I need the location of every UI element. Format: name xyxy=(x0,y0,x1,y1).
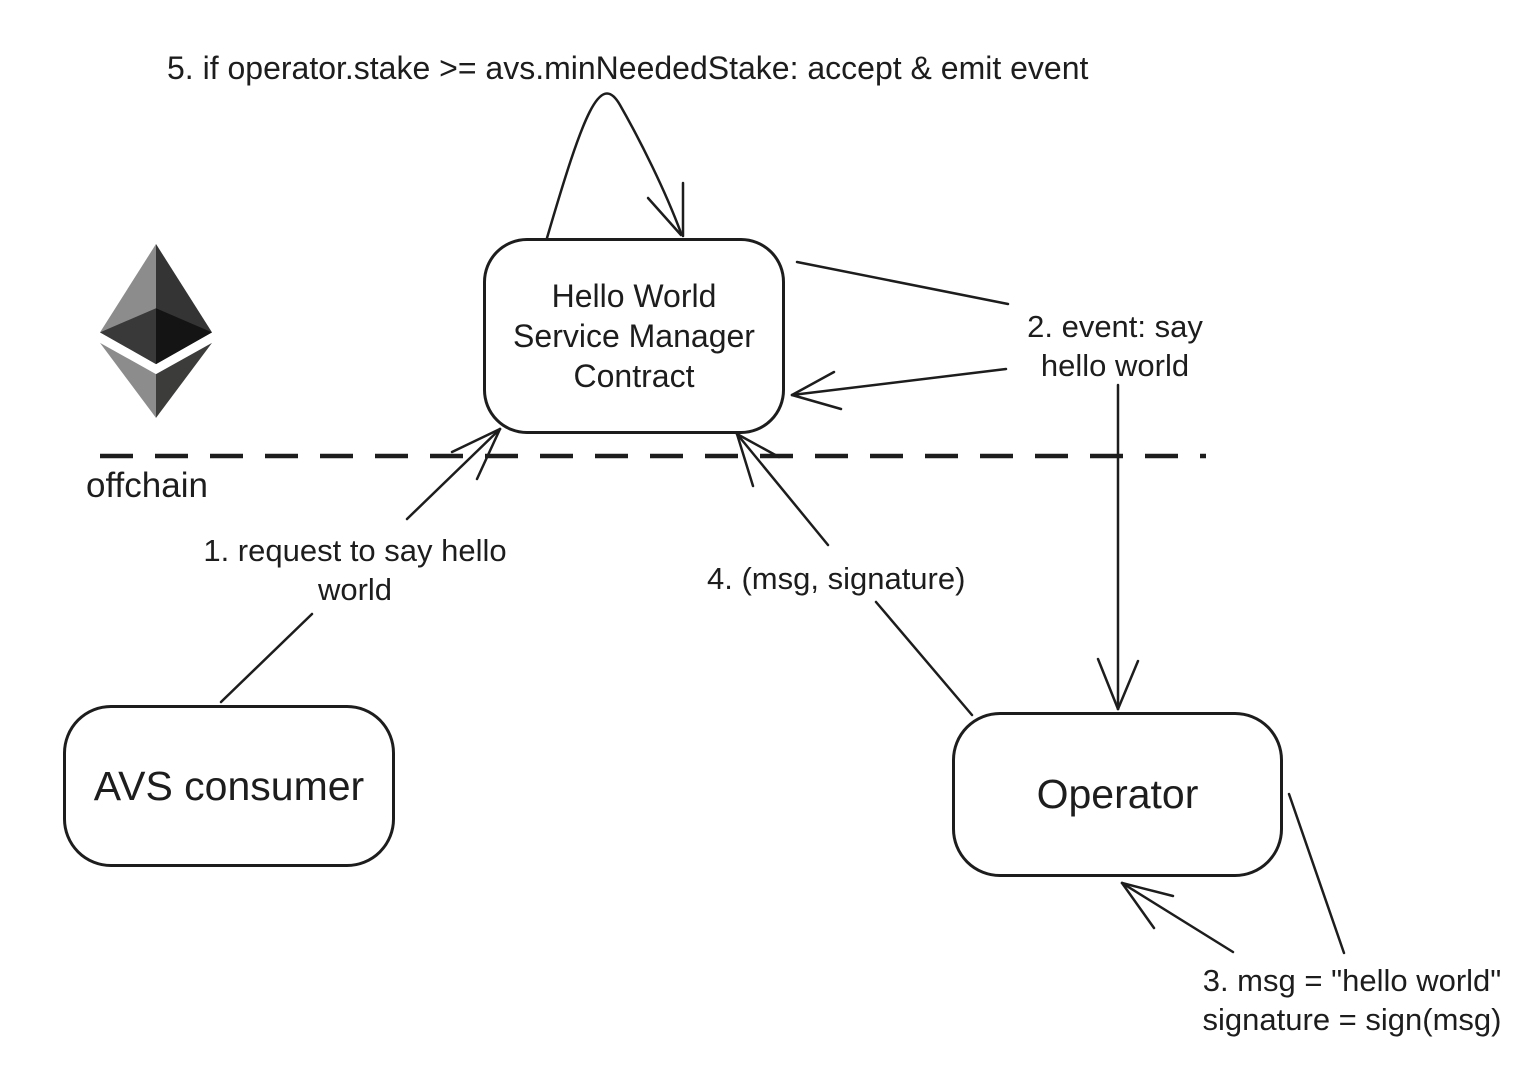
label-step5-accept-emit: 5. if operator.stake >= avs.minNeededSta… xyxy=(167,50,1089,86)
self-loop-arrow xyxy=(545,92,685,240)
arrow-msg-signature xyxy=(735,432,974,717)
node-avs-consumer: AVS consumer xyxy=(63,705,395,867)
node-operator: Operator xyxy=(952,712,1283,877)
arrow-request-say-hello xyxy=(219,427,502,704)
label-step2-event: 2. event: say hello world xyxy=(1027,309,1203,383)
arrow-sign-message xyxy=(1120,792,1346,955)
eth-facet-bottom-left xyxy=(100,342,156,418)
eth-facet-belt-left xyxy=(100,308,156,365)
eth-facet-belt-right xyxy=(156,308,212,365)
label-offchain: offchain xyxy=(86,466,208,505)
arrow-event-say-hello xyxy=(790,260,1140,711)
label-step4-msg-signature: 4. (msg, signature) xyxy=(707,561,966,596)
label-step3-sign-msg: 3. msg = "hello world" signature = sign(… xyxy=(1202,963,1502,1037)
eth-facet-bottom-right xyxy=(155,342,212,418)
node-service-manager-contract: Hello World Service Manager Contract xyxy=(483,238,785,434)
label-step1-request: 1. request to say hello world xyxy=(203,533,507,607)
ethereum-icon xyxy=(100,244,212,418)
